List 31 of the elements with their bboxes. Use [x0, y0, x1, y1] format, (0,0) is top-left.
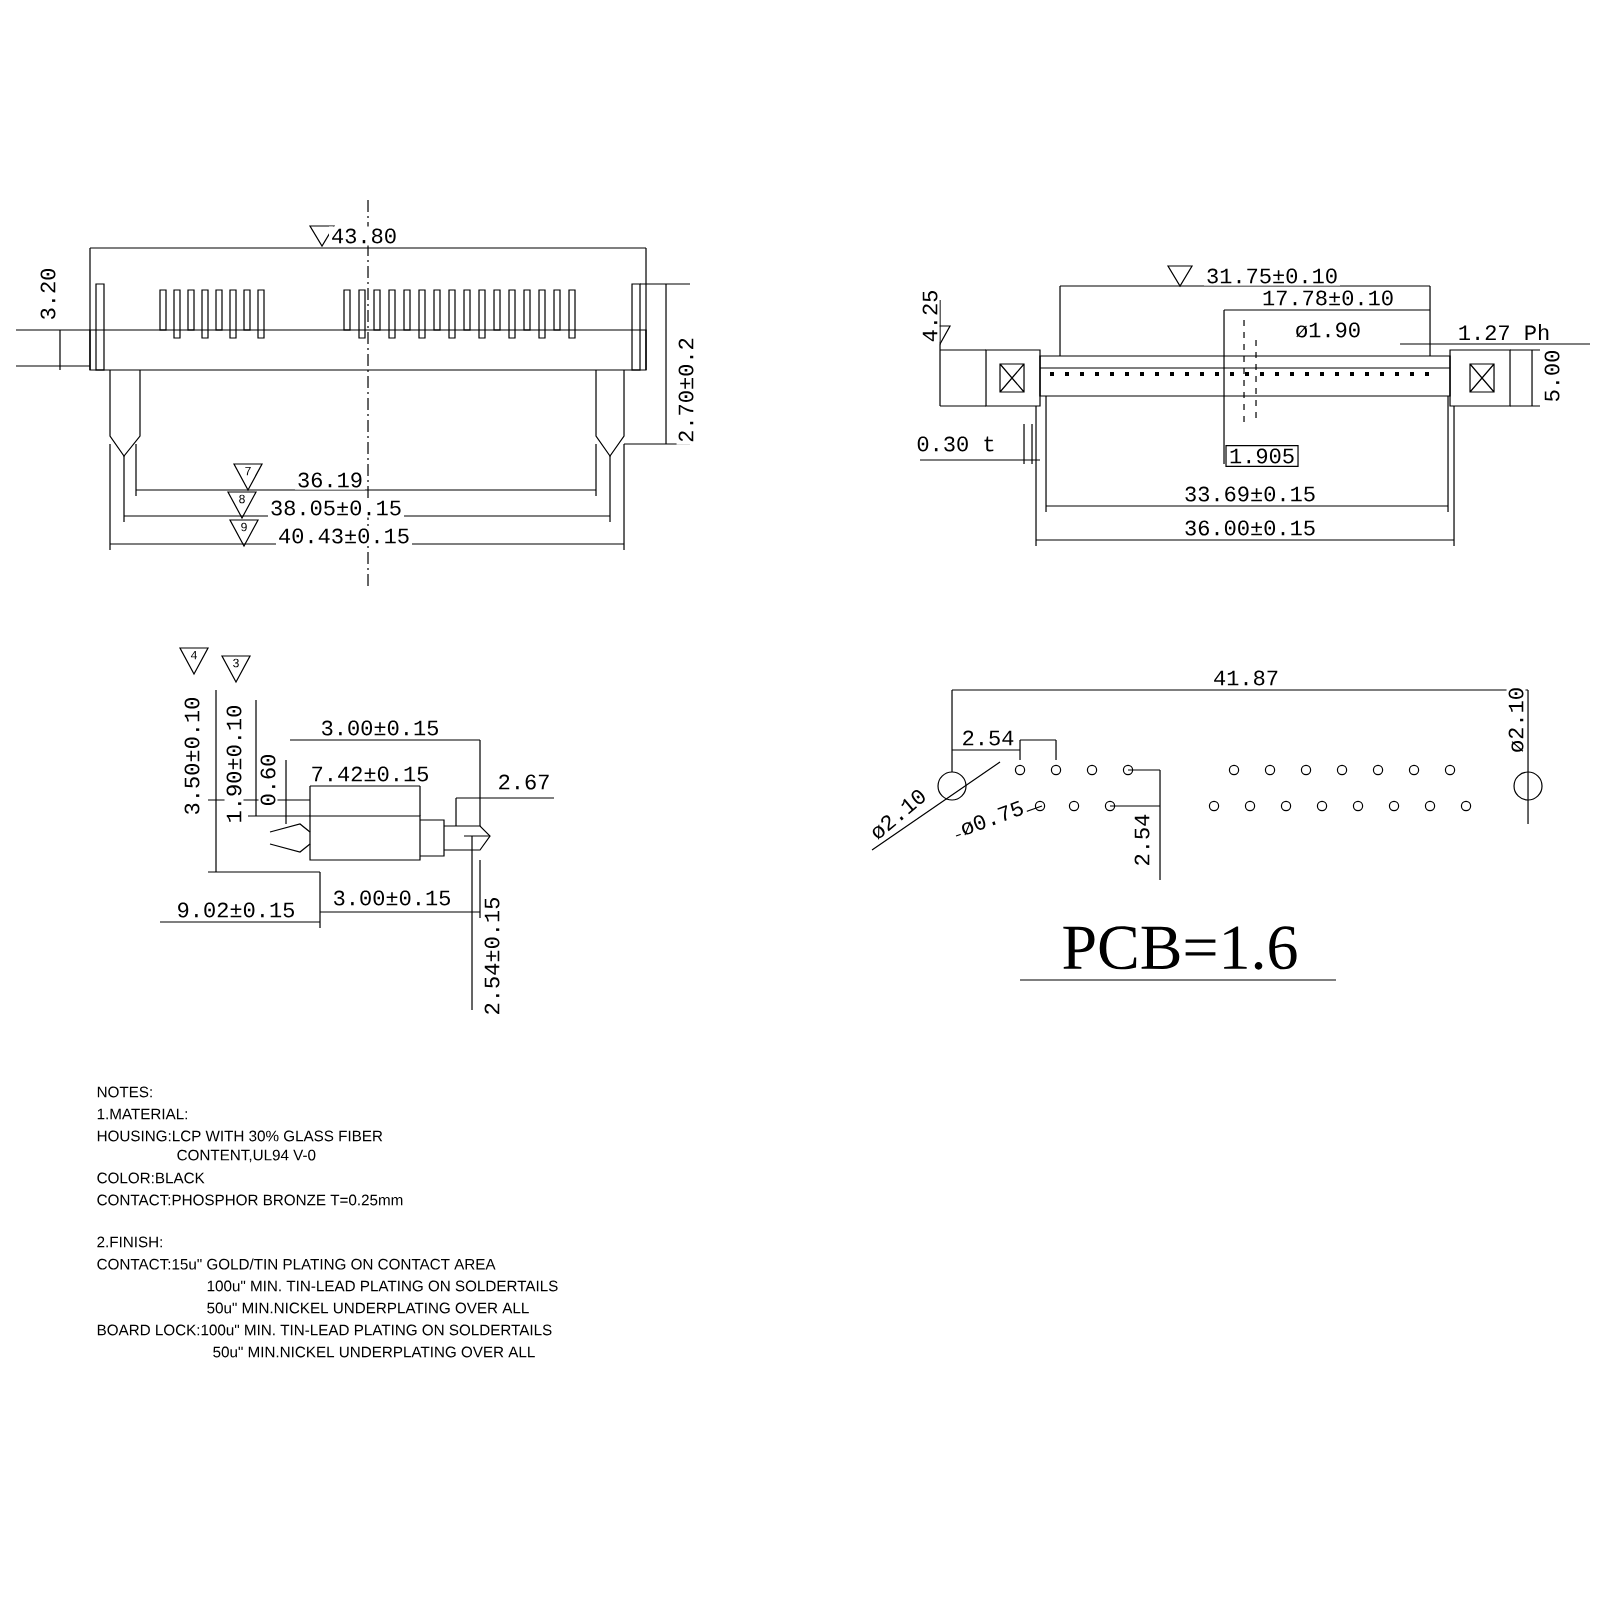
- dimension-text: 1.27 Ph: [1455, 322, 1553, 342]
- dimension-text: 3.00±0.15: [330, 888, 454, 908]
- dimension-text: 5.00: [1542, 347, 1562, 405]
- dimension-text: 36.19: [295, 470, 365, 490]
- dimension-text: 41.87: [1211, 668, 1281, 688]
- dimension-text: 1.90±0.10: [224, 702, 244, 826]
- dimension-text: 0.30 t: [914, 434, 998, 454]
- dimension-text: 0.60: [258, 751, 278, 809]
- dimension-text: 17.78±0.10: [1260, 288, 1397, 308]
- dimension-text: 31.75±0.10: [1204, 266, 1341, 286]
- dimension-text: 7.42±0.15: [308, 764, 432, 784]
- dimension-text: 2.54: [959, 728, 1017, 748]
- boxed-dimension: 1.905: [1225, 444, 1299, 468]
- dimension-text: ø0.75: [955, 797, 1029, 839]
- dimension-text: 4.25: [920, 287, 940, 345]
- board-thickness-text: PCB=1.6: [1063, 926, 1297, 970]
- dimension-text: 38.05±0.15: [268, 498, 404, 518]
- dimension-text: 3.00±0.15: [318, 718, 442, 738]
- dimension-text: 2.54: [1132, 811, 1152, 869]
- dimension-text: 43.80: [329, 226, 399, 246]
- dimension-text: 40.43±0.15: [276, 526, 412, 546]
- dimension-text: ø2.10: [1506, 685, 1526, 755]
- dimension-text: 3.50±0.10: [182, 694, 202, 818]
- dimension-text: 2.54±0.15: [482, 894, 502, 1018]
- dimension-text: 2.67: [495, 772, 553, 792]
- dimension-text: 3.20: [38, 265, 58, 323]
- dimension-text: 36.00±0.15: [1182, 518, 1319, 538]
- dimension-text: 2.70±0.2: [676, 335, 696, 445]
- dimension-text: ø1.90: [1293, 320, 1363, 340]
- dimension-text: 9.02±0.15: [174, 900, 298, 920]
- dimension-text: 33.69±0.15: [1182, 484, 1319, 504]
